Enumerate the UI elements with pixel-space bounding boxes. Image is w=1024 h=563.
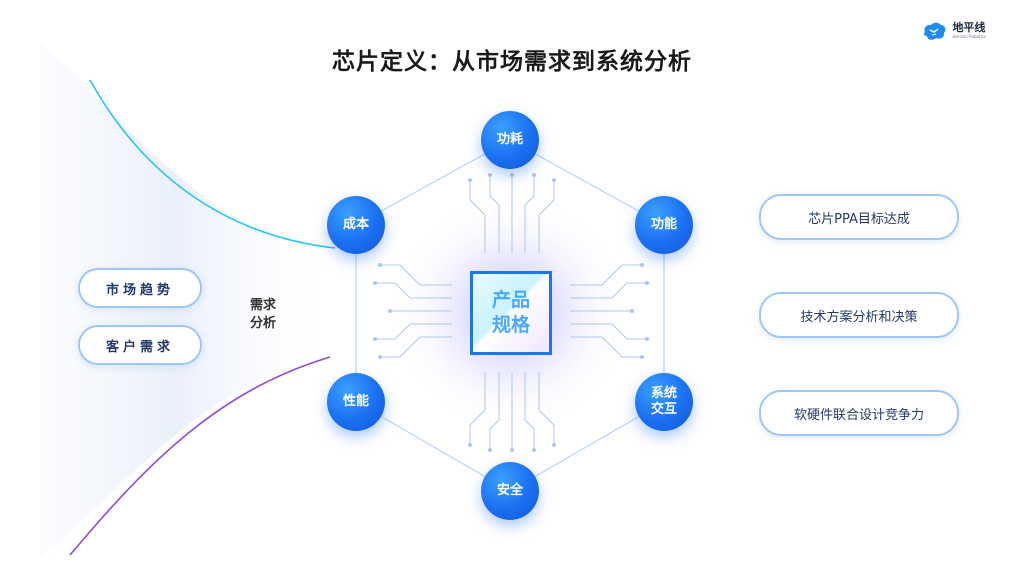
circuit-traces — [375, 175, 647, 450]
funnel-purple-line — [69, 356, 331, 556]
node-safety: 安全 — [481, 462, 539, 520]
need-analysis-label: 需求 分析 — [250, 298, 277, 331]
output-ppa-goal: 芯片PPA目标达成 — [759, 194, 959, 240]
node-power: 功耗 — [481, 111, 539, 169]
trace-pads — [373, 173, 649, 452]
node-function-label: 功能 — [650, 216, 677, 232]
node-system-interaction: 系统 交互 — [635, 373, 693, 431]
node-performance: 性能 — [327, 373, 385, 431]
product-spec-label: 产品 规格 — [491, 289, 530, 336]
logo-subtitle: Horizon Robotics — [952, 34, 986, 39]
product-spec-chip: 产品 规格 — [470, 271, 552, 355]
input-customer-needs: 客户需求 — [78, 325, 202, 365]
page-title: 芯片定义：从市场需求到系统分析 — [332, 49, 692, 75]
node-cost-label: 成本 — [342, 216, 369, 232]
node-function: 功能 — [635, 196, 693, 254]
node-system-label: 系统 交互 — [650, 385, 677, 417]
node-cost: 成本 — [327, 196, 385, 254]
brand-logo: 地平线 Horizon Robotics — [921, 22, 986, 42]
node-power-label: 功耗 — [496, 131, 523, 147]
output-tech-analysis: 技术方案分析和决策 — [759, 292, 959, 338]
output-hw-sw-codesign: 软硬件联合设计竞争力 — [759, 390, 959, 436]
funnel-cyan-line — [89, 79, 336, 249]
input-market-trend: 市场趋势 — [78, 268, 202, 308]
logo-name: 地平线 — [952, 21, 986, 34]
brain-icon — [924, 22, 946, 40]
node-performance-label: 性能 — [342, 393, 369, 409]
node-safety-label: 安全 — [496, 482, 523, 498]
